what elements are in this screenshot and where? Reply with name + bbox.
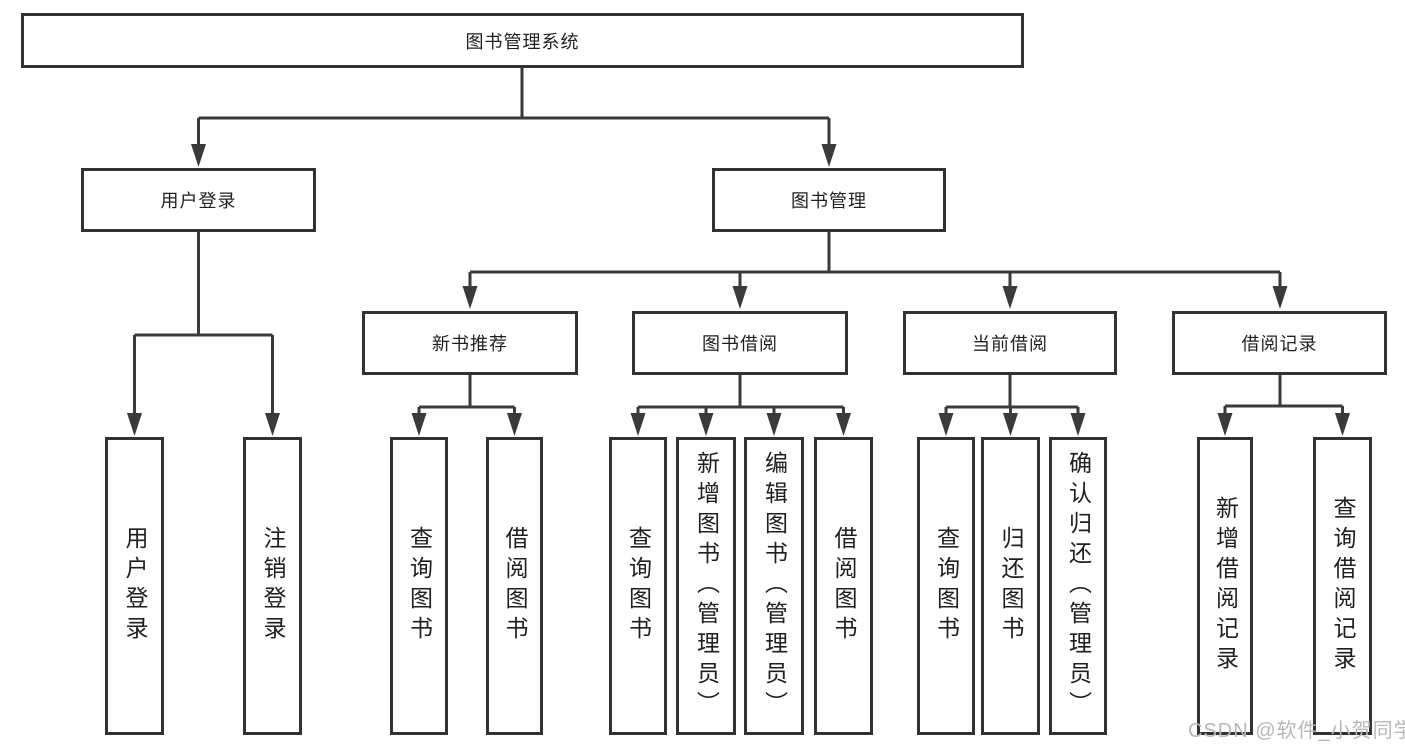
- leaf-query-books-1-label: 查询图书: [406, 526, 433, 646]
- arrowhead: [127, 413, 280, 436]
- leaf-query-books-1: 查询图书: [390, 437, 448, 735]
- node-root-label: 图书管理系统: [465, 31, 580, 52]
- node-user-login: 用户登录: [81, 168, 316, 232]
- node-root: 图书管理系统: [21, 13, 1024, 68]
- node-borrow-records-label: 借阅记录: [1241, 334, 1318, 354]
- leaf-edit-book-admin-label: 编辑图书（管理员）: [761, 451, 788, 721]
- node-new-book-rec-label: 新书推荐: [432, 334, 508, 354]
- leaf-borrow-books-2: 借阅图书: [814, 437, 873, 735]
- leaf-return-book: 归还图书: [981, 437, 1040, 735]
- leaf-query-books-3-label: 查询图书: [933, 526, 960, 646]
- leaf-query-books-2: 查询图书: [609, 437, 667, 735]
- node-book-borrow: 图书借阅: [632, 311, 848, 375]
- arrowhead: [462, 286, 1288, 309]
- arrowhead: [411, 413, 522, 436]
- leaf-return-book-label: 归还图书: [998, 526, 1024, 646]
- connector-root-to-level2: [191, 68, 837, 167]
- leaf-query-books-3: 查询图书: [917, 437, 975, 735]
- leaf-borrow-books-2-label: 借阅图书: [831, 526, 857, 646]
- leaf-query-books-2-label: 查询图书: [625, 526, 652, 646]
- watermark: CSDN @软件_小贺同学: [1188, 720, 1405, 742]
- leaf-query-borrow-record-label: 查询借阅记录: [1330, 496, 1356, 676]
- leaf-user-login-label: 用户登录: [122, 526, 148, 646]
- node-current-borrow-label: 当前借阅: [972, 334, 1048, 354]
- arrowhead: [1217, 413, 1350, 436]
- node-book-mgmt: 图书管理: [712, 168, 946, 232]
- leaf-borrow-books-1-label: 借阅图书: [502, 526, 528, 646]
- arrowhead: [938, 413, 1086, 436]
- leaf-logout-label: 注销登录: [260, 526, 286, 646]
- leaf-borrow-books-1: 借阅图书: [486, 437, 543, 735]
- leaf-add-borrow-record-label: 新增借阅记录: [1212, 496, 1239, 676]
- connector-new-book-rec-children: [411, 375, 522, 436]
- leaf-confirm-return-admin: 确认归还（管理员）: [1049, 437, 1107, 735]
- leaf-add-borrow-record: 新增借阅记录: [1197, 437, 1253, 735]
- node-current-borrow: 当前借阅: [903, 311, 1117, 375]
- leaf-confirm-return-admin-label: 确认归还（管理员）: [1065, 451, 1092, 721]
- connector-borrow-records-children: [1217, 375, 1350, 436]
- connector-book-borrow-children: [630, 375, 851, 436]
- node-user-login-label: 用户登录: [160, 191, 237, 211]
- connector-user-login-children: [127, 232, 280, 436]
- node-new-book-rec: 新书推荐: [362, 311, 578, 375]
- leaf-logout: 注销登录: [243, 437, 302, 735]
- arrowhead: [630, 413, 851, 436]
- leaf-edit-book-admin: 编辑图书（管理员）: [744, 437, 804, 735]
- connector-current-borrow-children: [938, 375, 1086, 436]
- leaf-user-login: 用户登录: [105, 437, 164, 735]
- node-book-borrow-label: 图书借阅: [702, 334, 778, 354]
- node-book-mgmt-label: 图书管理: [791, 191, 867, 211]
- arrowhead: [191, 144, 837, 167]
- connector-book-mgmt-children: [462, 232, 1288, 309]
- leaf-add-book-admin: 新增图书（管理员）: [676, 437, 736, 735]
- leaf-add-book-admin-label: 新增图书（管理员）: [693, 451, 720, 721]
- leaf-query-borrow-record: 查询借阅记录: [1313, 437, 1372, 735]
- node-borrow-records: 借阅记录: [1172, 311, 1387, 375]
